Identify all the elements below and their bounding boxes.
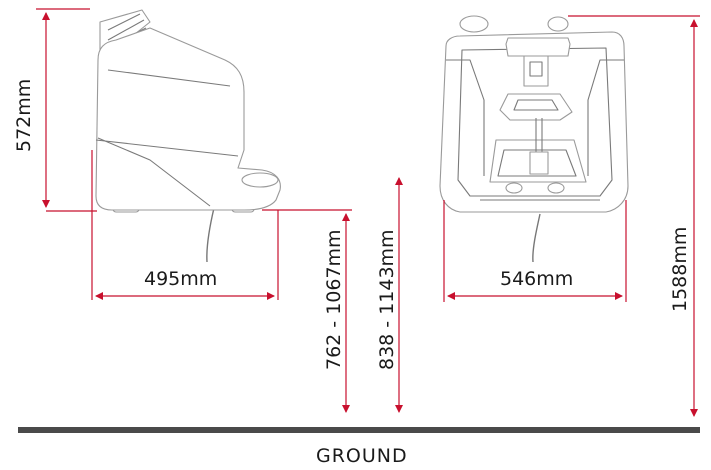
dimension-bowl-height-range: 762 - 1067mm (262, 209, 352, 413)
label-bowl-height-range: 762 - 1067mm (323, 229, 345, 370)
label-total-height: 1588mm (669, 227, 691, 312)
side-view-unit (95, 9, 281, 263)
label-front-width: 546mm (500, 268, 573, 290)
front-view-bowl (499, 93, 573, 121)
front-view-cap-right (547, 16, 569, 32)
label-side-height: 572mm (13, 79, 35, 152)
dimension-side-depth: 495mm (91, 150, 279, 300)
ground-line (18, 427, 700, 433)
dimension-side-height: 572mm (13, 8, 97, 212)
ground-label: GROUND (316, 445, 408, 467)
front-view-unit (439, 15, 629, 263)
dimension-mount-height-range: 838 - 1143mm (376, 177, 403, 413)
side-view-nozzle (241, 172, 279, 188)
dimension-front-width: 546mm (443, 200, 627, 302)
front-view-handle (505, 37, 571, 57)
front-view-cap-left (459, 15, 489, 33)
label-side-depth: 495mm (144, 268, 217, 290)
side-view-body (95, 27, 281, 211)
front-view-hose (532, 213, 541, 263)
label-mount-height-range: 838 - 1143mm (376, 229, 398, 370)
dimension-total-height: 1588mm (568, 15, 700, 417)
side-view-hose (206, 207, 215, 263)
